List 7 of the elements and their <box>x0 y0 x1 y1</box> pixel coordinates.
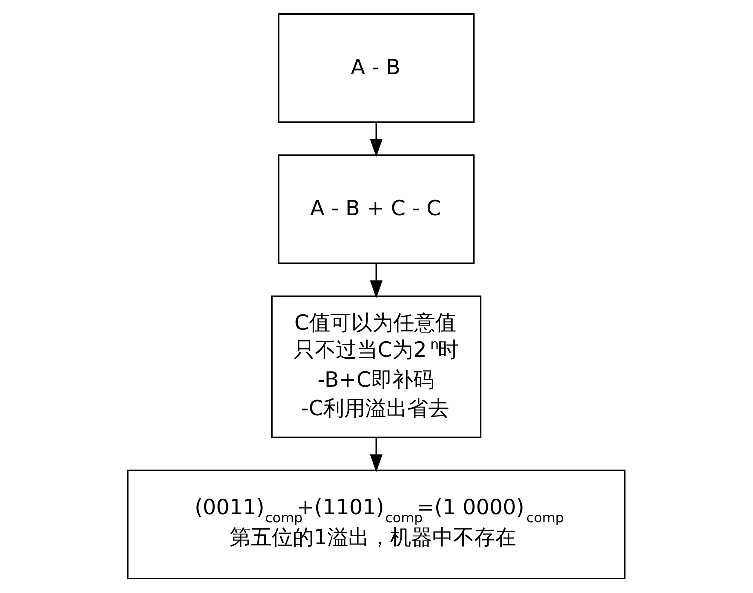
node-box: (0011)$_{comp}$+(1101)$_{comp}$=(1 0000)$_{comp}$ 第五位的1溢出，机器中不存在 <box>127 470 626 580</box>
node-box: A - B + C - C <box>278 154 475 264</box>
node-box: C值可以为任意值 只不过当C为2$^{n}$时 -B+C即补码 -C利用溢出省去 <box>271 296 482 438</box>
arrow <box>370 264 383 299</box>
node-box: A - B <box>278 13 475 124</box>
arrow <box>370 438 383 473</box>
arrow <box>370 122 383 158</box>
